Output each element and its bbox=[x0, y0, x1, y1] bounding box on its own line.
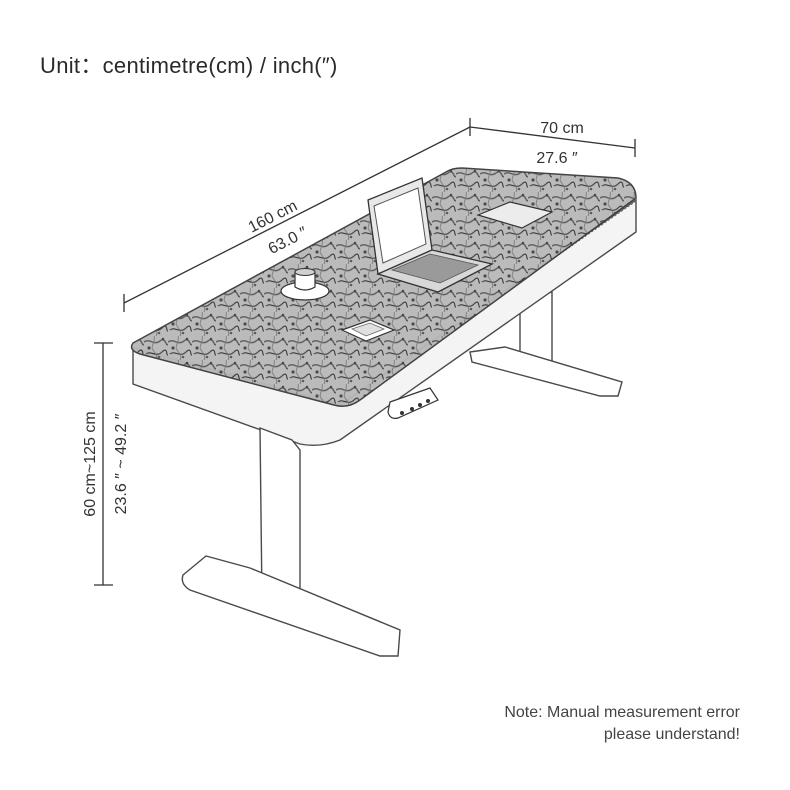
height-dimension: 60 cm~125 cm 23.6 ″ ~ 49.2 ″ bbox=[82, 342, 130, 586]
height-in-label: 23.6 ″ ~ 49.2 ″ bbox=[113, 413, 130, 514]
coffee-cup bbox=[280, 268, 330, 301]
note-line-1: Note: Manual measurement error bbox=[504, 704, 740, 721]
laptop bbox=[367, 177, 494, 293]
control-panel bbox=[387, 387, 439, 419]
measurement-note: Note: Manual measurement error please un… bbox=[504, 702, 740, 746]
height-cm-label: 60 cm~125 cm bbox=[82, 411, 99, 516]
note-line-2: please understand! bbox=[603, 726, 740, 743]
width-in-label: 27.6 ″ bbox=[536, 150, 578, 167]
width-dimension: 70 cm 27.6 ″ bbox=[469, 118, 636, 167]
width-cm-label: 70 cm bbox=[540, 120, 584, 137]
phone-charger bbox=[340, 319, 396, 342]
marble-tabletop bbox=[130, 167, 637, 407]
back-leg bbox=[469, 291, 623, 397]
front-leg bbox=[181, 426, 401, 657]
unit-label: Unit：centimetre(cm) / inch(″) bbox=[40, 53, 338, 78]
tablet bbox=[476, 201, 554, 229]
